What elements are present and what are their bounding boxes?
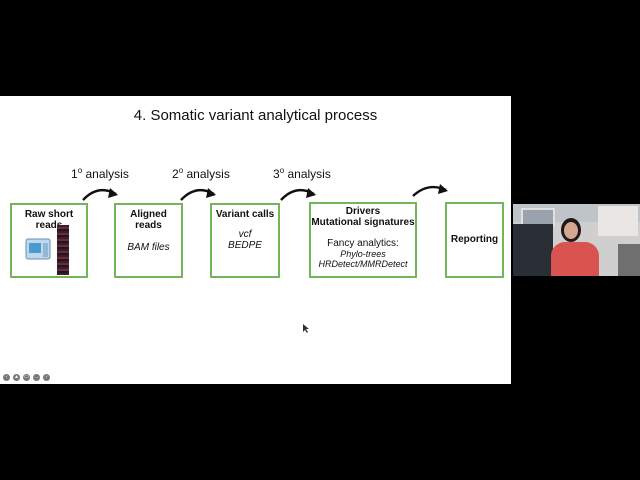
- presentation-slide: 4. Somatic variant analytical process 1o…: [0, 96, 511, 384]
- box-title: Drivers: [311, 206, 415, 217]
- box-line: BAM files: [116, 242, 181, 253]
- box-aligned-reads: Aligned reads BAM files: [114, 203, 183, 278]
- arrow-icon: [178, 182, 220, 204]
- video-shelf: [598, 206, 638, 236]
- presenter-video: [513, 204, 640, 276]
- prev-slide-icon[interactable]: ‹: [3, 374, 10, 381]
- presenter-face: [564, 222, 578, 239]
- video-chair: [513, 224, 553, 276]
- box-line: HRDetect/MMRDetect: [311, 259, 415, 269]
- next-slide-icon[interactable]: ›: [43, 374, 50, 381]
- stage-label-1: 1o analysis: [71, 166, 129, 181]
- box-title: Variant calls: [212, 209, 278, 220]
- read-strip-image: [57, 225, 69, 275]
- box-raw-short-reads: Raw short reads: [10, 203, 88, 278]
- box-title: Raw short reads: [12, 209, 86, 231]
- box-title: Mutational signatures: [311, 217, 415, 228]
- box-title: Aligned reads: [116, 209, 181, 231]
- captions-icon[interactable]: ▭: [23, 374, 30, 381]
- pointer-icon[interactable]: ▲: [13, 374, 20, 381]
- presenter-shirt: [551, 242, 599, 276]
- box-subtitle: Fancy analytics:: [311, 238, 415, 249]
- box-line: BEDPE: [212, 240, 278, 251]
- stage-text: analysis: [284, 167, 331, 181]
- stage-text: analysis: [82, 167, 129, 181]
- box-line: Phylo-trees: [311, 249, 415, 259]
- box-drivers: Drivers Mutational signatures Fancy anal…: [309, 202, 417, 278]
- stage-label-2: 2o analysis: [172, 166, 230, 181]
- arrow-icon: [410, 180, 452, 202]
- box-title: Reporting: [447, 234, 502, 245]
- arrow-icon: [80, 182, 122, 204]
- stage-number: 2: [172, 167, 179, 181]
- stage-label-3: 3o analysis: [273, 166, 331, 181]
- menu-icon[interactable]: …: [33, 374, 40, 381]
- box-variant-calls: Variant calls vcf BEDPE: [210, 203, 280, 278]
- sequencer-icon: [25, 237, 51, 261]
- slide-controls: ‹ ▲ ▭ … ›: [3, 374, 50, 381]
- box-line: vcf: [212, 229, 278, 240]
- stage-number: 3: [273, 167, 280, 181]
- cursor-icon: [303, 324, 309, 333]
- arrow-icon: [278, 182, 320, 204]
- box-reporting: Reporting: [445, 202, 504, 278]
- video-cabinet: [618, 244, 640, 276]
- stage-text: analysis: [183, 167, 230, 181]
- slide-title: 4. Somatic variant analytical process: [0, 107, 511, 124]
- stage-number: 1: [71, 167, 78, 181]
